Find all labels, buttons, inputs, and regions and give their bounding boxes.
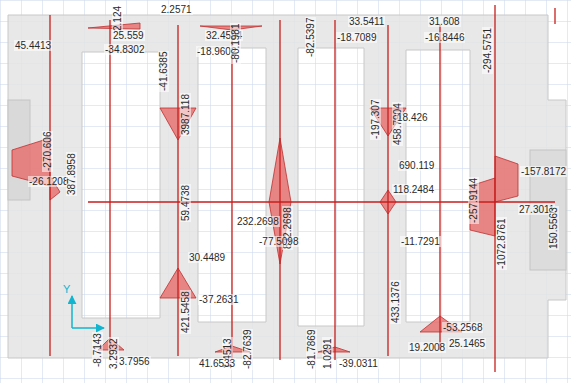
member-line xyxy=(387,25,388,356)
axis-label: Y xyxy=(62,284,71,295)
moment-value: -157.8172 xyxy=(520,166,567,177)
moment-value: 41.6533 xyxy=(198,358,236,369)
frame-lines xyxy=(50,5,555,372)
moment-value: -197.307 xyxy=(370,99,381,140)
moment-value: 690.119 xyxy=(398,160,435,171)
moment-value: 59.4738 xyxy=(180,184,191,222)
member-line xyxy=(109,20,110,360)
moment-value: 3987.118 xyxy=(180,93,191,136)
moment-value: -81.7869 xyxy=(306,329,317,370)
member-line xyxy=(279,20,280,360)
moment-value: 25.559 xyxy=(112,30,145,41)
axis-x xyxy=(72,327,104,329)
moment-value: -8.7143 xyxy=(92,332,103,368)
moment-value: -270.606 xyxy=(42,131,53,172)
moment-value: 421.5458 xyxy=(180,290,191,334)
member-line xyxy=(554,8,555,24)
moment-value: -257.9144 xyxy=(468,177,479,224)
moment-value: 33.5411 xyxy=(348,16,385,27)
moment-value: -82.7639 xyxy=(242,329,253,370)
moment-value: -18.7089 xyxy=(336,32,377,43)
moment-value: -34.8302 xyxy=(104,44,145,55)
moment-value: 31.608 xyxy=(428,16,461,27)
moment-value: 118.2484 xyxy=(392,184,435,195)
member-line xyxy=(177,25,178,356)
moment-value: -41.6385 xyxy=(158,51,169,92)
moment-value: -53.2568 xyxy=(442,322,483,333)
wall-outline xyxy=(8,15,566,358)
moment-value: -80.1981 xyxy=(230,23,241,64)
moment-value: 19.2008 xyxy=(408,342,446,353)
moment-value: 3.7956 xyxy=(118,356,151,367)
moment-value: -26.1208 xyxy=(28,176,69,187)
moment-value: 458.7904 xyxy=(392,102,403,146)
moment-value: -294.5751 xyxy=(482,27,493,74)
member-line xyxy=(494,5,495,372)
moment-value: 2.2571 xyxy=(160,4,193,15)
moment-value: -77.5098 xyxy=(258,236,299,247)
moment-value: 150.5563 xyxy=(548,206,559,250)
member-line xyxy=(88,201,555,202)
moment-value: 45.4413 xyxy=(14,40,52,51)
moment-value: 2.124 xyxy=(112,5,123,32)
moment-diagrams xyxy=(12,23,518,352)
moment-value: 30.4489 xyxy=(188,252,226,263)
moment-value: -37.2631 xyxy=(198,294,239,305)
moment-value: 232.2698 xyxy=(236,216,280,227)
moment-value: -11.7291 xyxy=(400,236,441,247)
moment-value: -82.5397 xyxy=(305,17,316,58)
moment-value: 433.1376 xyxy=(390,280,401,324)
moment-value: 18.426 xyxy=(396,112,429,123)
member-line xyxy=(334,20,335,360)
moment-value: 387.8958 xyxy=(66,152,77,196)
moment-shape xyxy=(495,156,518,202)
moment-value: -16.8446 xyxy=(424,32,465,43)
moment-value: 1.0291 xyxy=(322,337,333,370)
member-line xyxy=(231,25,232,360)
moment-value: -1072.8761 xyxy=(496,217,507,270)
moment-value: 25.1465 xyxy=(448,338,486,349)
member-line xyxy=(439,25,440,350)
moment-value: -39.0311 xyxy=(338,358,379,369)
axis-y xyxy=(71,296,73,328)
